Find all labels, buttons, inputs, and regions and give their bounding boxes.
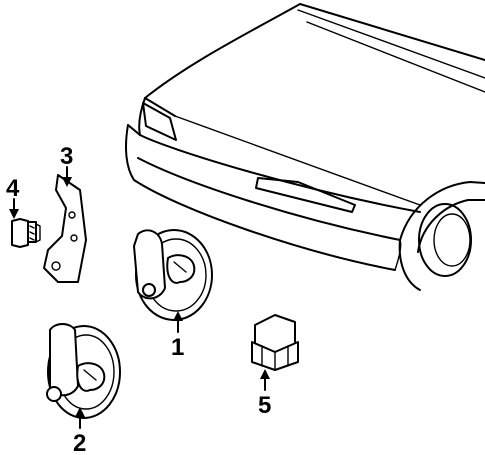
bracket-part-3: [43, 174, 87, 283]
callout-3: 3: [60, 143, 73, 170]
callout-1: 1: [171, 334, 184, 361]
relay-part-5: [251, 314, 299, 371]
callout-2: 2: [73, 430, 86, 455]
callout-5: 5: [258, 392, 271, 419]
leader-arrows: [9, 166, 270, 429]
callout-4: 4: [6, 175, 20, 202]
horn-part-2: [46, 323, 121, 419]
horn-part-1: [133, 229, 213, 321]
vehicle-front-illustration: [125, 3, 485, 291]
bolt-part-4: [11, 218, 41, 248]
